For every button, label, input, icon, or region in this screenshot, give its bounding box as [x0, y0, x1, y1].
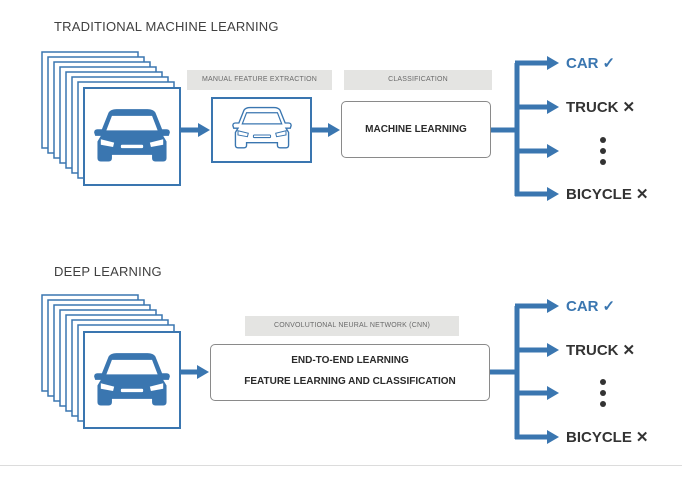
feature-extraction-box	[211, 97, 312, 163]
output-car: CAR✓	[566, 54, 615, 72]
deep-section-title: DEEP LEARNING	[54, 264, 162, 279]
output-branches-deep	[489, 299, 559, 444]
output-truck: TRUCK✕	[566, 341, 635, 359]
traditional-section-title: TRADITIONAL MACHINE LEARNING	[54, 19, 279, 34]
arrow-head	[328, 123, 340, 137]
x-icon: ✕	[635, 186, 649, 203]
x-icon: ✕	[622, 99, 636, 116]
feature-learning-label: FEATURE LEARNING AND CLASSIFICATION	[244, 376, 456, 387]
arrow-head	[197, 365, 209, 379]
output-label: CAR	[566, 55, 599, 72]
cnn-tag: CONVOLUTIONAL NEURAL NETWORK (CNN)	[245, 316, 459, 336]
end-to-end-label: END-TO-END LEARNING	[291, 355, 409, 366]
output-label: BICYCLE	[566, 429, 632, 446]
checkmark-icon: ✓	[602, 55, 616, 72]
machine-learning-box: MACHINE LEARNING	[341, 101, 491, 158]
output-bicycle: BICYCLE✕	[566, 185, 648, 203]
vertical-ellipsis-icon	[600, 137, 606, 165]
output-label: TRUCK	[566, 342, 619, 359]
classification-tag: CLASSIFICATION	[344, 70, 492, 90]
vertical-ellipsis-icon	[600, 379, 606, 407]
checkmark-icon: ✓	[602, 298, 616, 315]
x-icon: ✕	[635, 429, 649, 446]
arrow-head	[198, 123, 210, 137]
output-label: CAR	[566, 298, 599, 315]
manual-feature-extraction-tag: MANUAL FEATURE EXTRACTION	[187, 70, 332, 90]
output-label: BICYCLE	[566, 186, 632, 203]
divider	[0, 465, 682, 466]
x-icon: ✕	[622, 342, 636, 359]
output-car: CAR✓	[566, 297, 615, 315]
output-truck: TRUCK✕	[566, 98, 635, 116]
output-branches-traditional	[490, 56, 559, 201]
output-label: TRUCK	[566, 99, 619, 116]
output-bicycle: BICYCLE✕	[566, 428, 648, 446]
end-to-end-box: END-TO-END LEARNING FEATURE LEARNING AND…	[210, 344, 490, 401]
